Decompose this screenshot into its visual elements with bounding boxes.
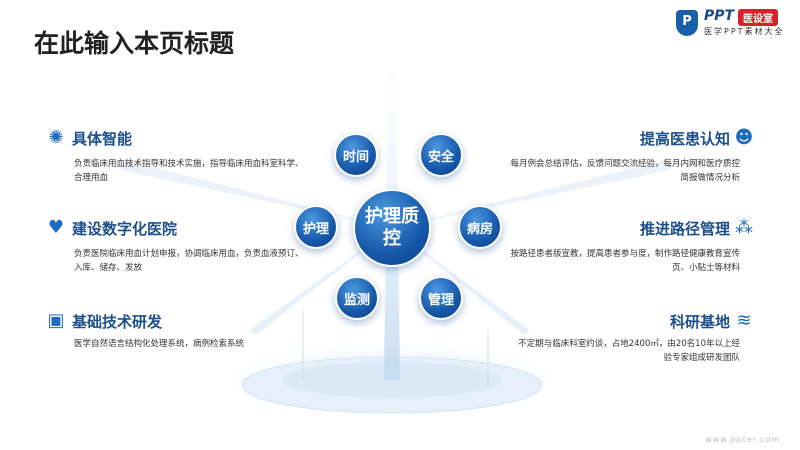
left-item-desc: 负责医院临床用血计划申报，协调临床用血，负责血液预订、入库、储存、发放	[74, 249, 304, 273]
right-item-desc: 不定期与临床科室约谈，占地2400㎡，由20名10年以上经验专家组成研发团队	[518, 339, 740, 363]
virus-icon: ✺	[48, 127, 64, 148]
logo-subtitle: 医学PPT素材大全	[704, 27, 785, 36]
heart-icon: ♥	[47, 217, 65, 238]
node-time: 时间	[334, 133, 378, 177]
dna-icon: ≋	[736, 310, 752, 331]
right-item-title: 科研基地	[669, 313, 730, 331]
node-management: 管理	[419, 276, 463, 320]
brain-chip-icon: ▣	[47, 310, 65, 331]
left-item-title: 基础技术研发	[72, 313, 163, 331]
left-item-desc: 负责临床用血技术指导和技术实施，指导临床用血科室科学、合理用血	[74, 159, 304, 183]
nurse-icon: ☻	[734, 127, 754, 148]
node-safety: 安全	[419, 133, 463, 177]
node-monitoring: 监测	[335, 276, 379, 320]
right-item-title: 提高医患认知	[639, 130, 730, 148]
page-title: 在此输入本页标题	[34, 29, 235, 58]
node-ward: 病房	[458, 205, 502, 249]
left-item-title: 具体智能	[72, 130, 133, 148]
logo-shield-icon: P	[676, 10, 698, 36]
left-item-title: 建设数字化医院	[72, 220, 178, 238]
footer-url: www.ppter.com	[705, 435, 780, 444]
right-item-desc: 每月例会总结评估，反馈问题交流经验，每月内网和医疗质控简报做情况分析	[510, 159, 740, 183]
center-node: 护理质控	[353, 189, 431, 267]
right-item-desc: 按路径患者版宣教，提高患者参与度，制作路径健康教育宣传页、小贴士等材料	[510, 249, 740, 273]
logo-badge: 医设室	[738, 9, 778, 26]
left-item-desc: 医学自然语言结构化处理系统，病例检索系统	[74, 339, 245, 349]
right-item-title: 推进路径管理	[639, 220, 730, 238]
logo-brand: PPT	[704, 8, 735, 24]
molecule-icon: ⁂	[735, 217, 753, 238]
node-nursing: 护理	[294, 205, 338, 249]
